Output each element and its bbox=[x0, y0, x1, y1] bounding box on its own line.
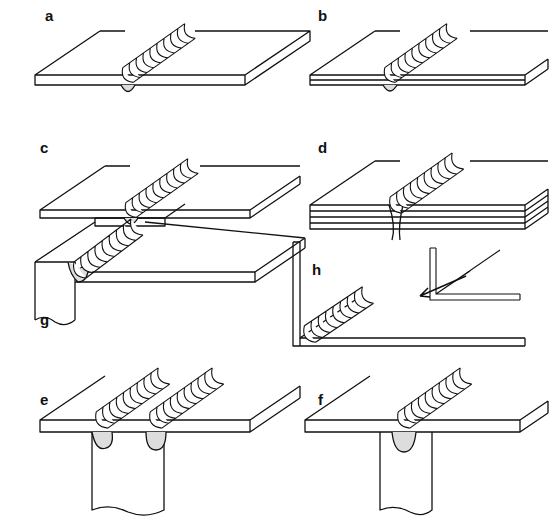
figure-letter: g bbox=[40, 312, 49, 327]
figure-letter: d bbox=[318, 140, 327, 155]
figure-letter: c bbox=[40, 140, 48, 155]
figure-letter: f bbox=[318, 392, 323, 407]
stacked-plate-joint bbox=[310, 161, 548, 240]
figure-letter: a bbox=[45, 8, 53, 23]
figure-letter: h bbox=[312, 262, 321, 277]
weld-bead bbox=[384, 24, 457, 83]
weld-bead bbox=[390, 153, 464, 213]
weld-bead bbox=[150, 368, 224, 428]
weld-bead bbox=[125, 159, 198, 218]
weld-bead bbox=[122, 24, 195, 83]
weld-beads bbox=[74, 24, 472, 428]
weld-bead bbox=[304, 287, 374, 343]
figure-letter: b bbox=[318, 8, 327, 23]
weld-bead bbox=[74, 219, 143, 278]
double-tee-joint bbox=[40, 376, 300, 515]
fillet-corner-joint bbox=[293, 242, 525, 346]
backed-butt-joint bbox=[40, 166, 300, 226]
figure-letter: e bbox=[40, 392, 48, 407]
sheet-butt-joint bbox=[310, 31, 548, 91]
weld-bead bbox=[398, 368, 472, 428]
